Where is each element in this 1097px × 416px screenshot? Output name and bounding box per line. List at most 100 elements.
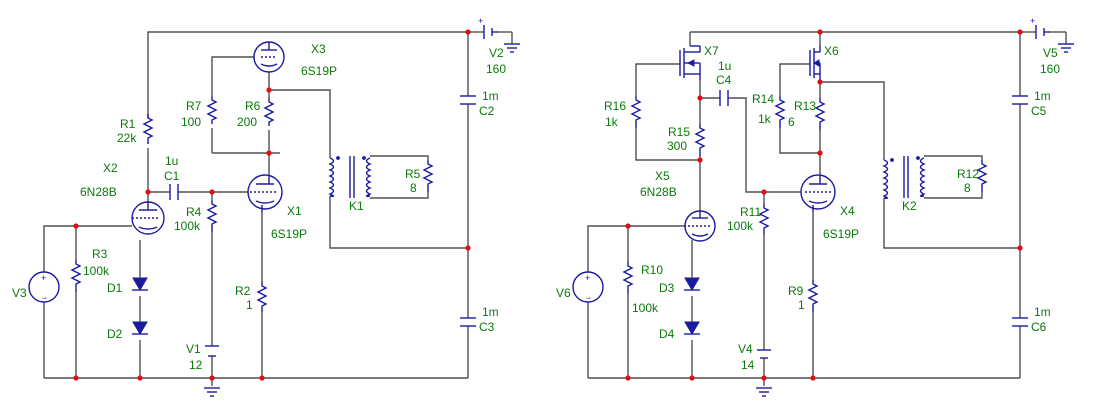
c4-capacitor[interactable] (719, 90, 729, 106)
r13-resistor[interactable] (814, 98, 826, 130)
x4-tube[interactable] (800, 174, 836, 212)
r10-resistor[interactable] (622, 262, 634, 294)
x1-ref: X1 (287, 204, 302, 218)
c2-ref: C2 (479, 104, 495, 118)
d4-diode[interactable] (684, 321, 700, 335)
r15-resistor[interactable] (694, 124, 706, 156)
r15-value: 300 (667, 139, 687, 153)
svg-text:+: + (478, 16, 483, 26)
d4-ref: D4 (659, 327, 675, 341)
r12-ref: R12 (957, 167, 979, 181)
k2-transformer[interactable] (882, 156, 926, 199)
k1-transformer[interactable] (328, 156, 372, 198)
c1-value: 1u (165, 154, 178, 168)
x6-mosfet[interactable] (809, 46, 821, 80)
r13-value: 6 (788, 115, 795, 129)
r14-resistor[interactable] (774, 96, 786, 128)
r12-value: 8 (964, 181, 971, 195)
c5-ref: C5 (1031, 104, 1047, 118)
v4-value: 14 (741, 358, 755, 372)
r9-resistor[interactable] (807, 280, 819, 312)
r4-value: 100k (174, 219, 201, 233)
d2-diode[interactable] (132, 321, 148, 335)
r7-ref: R7 (186, 99, 202, 113)
r14-ref: R14 (752, 92, 774, 106)
c2-capacitor[interactable] (460, 95, 476, 105)
c6-ref: C6 (1031, 320, 1047, 334)
r10-value: 100k (632, 301, 659, 315)
right-junctions (625, 29, 1023, 381)
r6-resistor[interactable] (263, 98, 275, 126)
r6-ref: R6 (245, 99, 261, 113)
r5-resistor[interactable] (422, 160, 434, 192)
v5-value: 160 (1040, 62, 1060, 76)
c1-capacitor[interactable] (169, 184, 179, 200)
v1-ref: V1 (186, 342, 201, 356)
r4-ref: R4 (186, 205, 202, 219)
right-wires (587, 31, 1067, 386)
v3-ref: V3 (12, 286, 27, 300)
c6-capacitor[interactable] (1012, 317, 1028, 327)
r11-resistor[interactable] (758, 204, 770, 234)
left-circuit: + (12, 16, 521, 397)
r4-resistor[interactable] (206, 200, 218, 232)
x7-ref: X7 (704, 44, 719, 58)
r1-value: 22k (117, 131, 137, 145)
x3-ref: X3 (311, 42, 326, 56)
r16-resistor[interactable] (630, 96, 642, 128)
c5-value: 1m (1034, 89, 1051, 103)
d2-ref: D2 (107, 327, 123, 341)
v3-source[interactable]: + − (28, 271, 60, 303)
v4-source[interactable] (755, 349, 773, 397)
r11-value: 100k (727, 219, 754, 233)
r5-ref: R5 (405, 167, 421, 181)
x5-value: 6N28B (640, 185, 677, 199)
r3-resistor[interactable] (70, 260, 82, 292)
r2-ref: R2 (235, 284, 251, 298)
svg-text:+: + (41, 273, 46, 283)
x5-tube[interactable] (684, 210, 716, 242)
v4-ref: V4 (738, 342, 753, 356)
right-labels: X7 X6 V5 160 1u C4 R16 1k R14 1k R13 6 1… (556, 44, 1060, 372)
x5-ref: X5 (655, 169, 670, 183)
r12-resistor[interactable] (976, 160, 988, 192)
c3-capacitor[interactable] (460, 317, 476, 327)
r10-ref: R10 (641, 263, 663, 277)
v6-source[interactable]: + − (572, 271, 604, 303)
r3-ref: R3 (92, 247, 108, 261)
r5-value: 8 (410, 181, 417, 195)
x3-value: 6S19P (301, 64, 337, 78)
v5-source[interactable]: + (1030, 16, 1075, 53)
r11-ref: R11 (740, 205, 761, 219)
r7-resistor[interactable] (206, 96, 218, 124)
x2-ref: X2 (103, 161, 118, 175)
x1-tube[interactable] (247, 174, 283, 212)
c3-ref: C3 (479, 320, 495, 334)
v5-ref: V5 (1043, 46, 1058, 60)
c5-capacitor[interactable] (1012, 95, 1028, 105)
x4-ref: X4 (840, 204, 855, 218)
k2-ref: K2 (902, 199, 917, 213)
c4-ref: C4 (716, 73, 732, 87)
d1-diode[interactable] (132, 277, 148, 291)
r1-ref: R1 (120, 117, 136, 131)
r2-resistor[interactable] (256, 282, 268, 312)
d3-ref: D3 (659, 281, 675, 295)
x3-tube[interactable] (253, 41, 285, 73)
c4-value: 1u (718, 59, 731, 73)
v2-source[interactable]: + (478, 16, 521, 53)
c1-ref: C1 (164, 169, 180, 183)
k1-ref: K1 (349, 199, 364, 213)
r6-value: 200 (237, 115, 257, 129)
r9-ref: R9 (788, 284, 804, 298)
x7-mosfet[interactable] (679, 45, 701, 80)
c3-value: 1m (482, 305, 499, 319)
left-junctions (73, 29, 471, 381)
r1-resistor[interactable] (142, 114, 154, 144)
x2-tube[interactable] (131, 201, 165, 235)
svg-text:+: + (585, 273, 590, 283)
r16-value: 1k (605, 115, 619, 129)
d3-diode[interactable] (684, 277, 700, 291)
v1-source[interactable] (203, 345, 221, 397)
